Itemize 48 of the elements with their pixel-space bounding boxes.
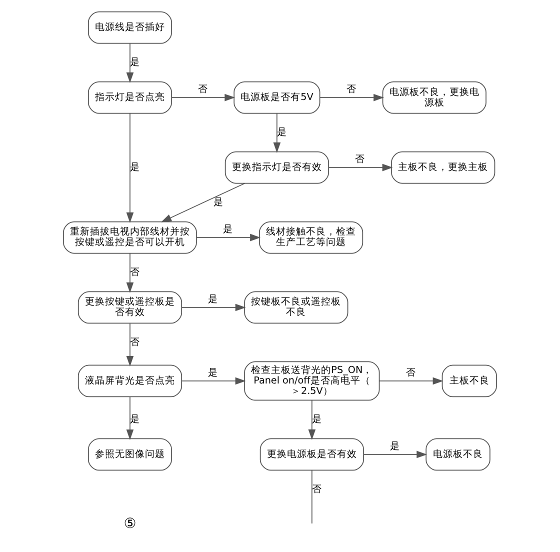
node-box: 液晶屏背光是否点亮 <box>78 364 182 398</box>
node-box: 参照无图像问题 <box>88 438 172 471</box>
arrow <box>126 396 134 440</box>
edge-label: 否 <box>312 484 322 495</box>
node-box: 线材接触不良，检查生产工艺等问题 <box>259 221 364 254</box>
arrow <box>363 450 428 458</box>
node-box: 电源板不良，更换电源板 <box>382 81 486 114</box>
node-box: 更换电源板是否有效 <box>260 438 364 471</box>
edge-label: 是 <box>130 162 140 173</box>
arrow <box>320 94 384 102</box>
edge-label: 否 <box>198 84 208 96</box>
arrow <box>378 377 444 385</box>
arrow <box>171 94 236 102</box>
node-box: 主板不良，更换主板 <box>391 151 496 184</box>
arrow <box>181 377 246 385</box>
arrow <box>181 304 246 312</box>
arrow <box>126 43 134 83</box>
node-box: 电源板不良 <box>426 438 490 471</box>
arrow <box>126 113 134 223</box>
node-box: 电源线是否插好 <box>88 11 172 44</box>
arrow <box>308 400 316 440</box>
arrow <box>196 234 261 242</box>
arrow <box>160 182 246 222</box>
edge-label: 是 <box>130 414 140 425</box>
edge-label: 否 <box>346 84 356 96</box>
arrow <box>328 164 393 172</box>
edge-label: 是 <box>390 441 400 452</box>
node-box: 重新插拔电视内部线材并按按键或遥控是否可以开机 <box>63 221 197 254</box>
arrow <box>273 113 281 153</box>
edge-label: 否 <box>406 368 416 379</box>
arrow <box>126 253 134 293</box>
edge-label: 是 <box>312 414 322 425</box>
node-box: 检查主板送背光的PS_ON，Panel on/off是否高电平（＞2.5V） <box>244 361 380 401</box>
label: ⑤ <box>124 516 136 532</box>
node-box: 更换按键或遥控板是否有效 <box>78 291 182 324</box>
edge-label: 是 <box>208 368 218 379</box>
edge-label: 是 <box>213 196 224 208</box>
edge-label: 是 <box>208 294 218 306</box>
edge-label: 是 <box>277 126 288 138</box>
edge-label: 否 <box>355 154 366 166</box>
arrow <box>126 323 134 366</box>
node-box: 按键板不良或遥控板不良 <box>244 291 348 324</box>
node-box: 指示灯是否点亮 <box>88 81 172 114</box>
node-box: 更换指示灯是否有效 <box>224 151 329 184</box>
node-box: 电源板是否有5V <box>234 81 320 114</box>
node-box: 主板不良 <box>442 364 497 398</box>
edge-label: 是 <box>130 57 140 68</box>
edge-label: 是 <box>222 224 233 236</box>
